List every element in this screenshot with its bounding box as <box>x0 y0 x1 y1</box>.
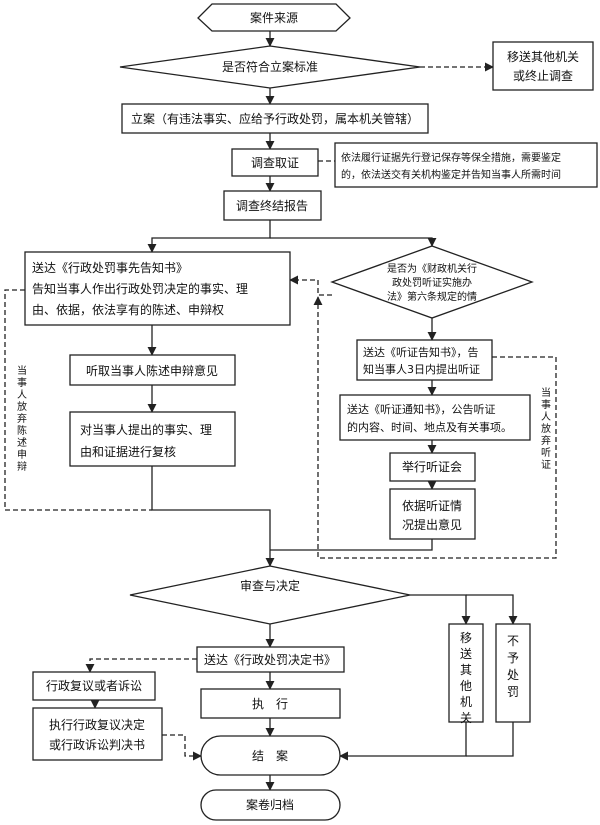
final-report-label: 调查终结报告 <box>236 198 308 213</box>
execute-judgment-line-2: 或行政诉讼判决书 <box>49 738 145 752</box>
hearing-question-line-2: 政处罚听证实施办 <box>392 276 472 289</box>
deliver-decision-label: 送达《行政处罚决定书》 <box>204 652 336 667</box>
filing-label: 立案（有违法事实、应给予行政处罚，属本机关管辖） <box>131 111 419 126</box>
no-penalty-label: 不予处罚 <box>507 634 519 699</box>
filing-box: 立案（有违法事实、应给予行政处罚，属本机关管辖） <box>121 103 429 134</box>
connector-lines <box>4 31 557 791</box>
hearing-question-line-3: 法》第六条规定的情 <box>387 290 477 303</box>
close-case-node: 结 案 <box>200 735 341 776</box>
prior-notice-line-3: 由、依据，依法享有的陈述、申辩权 <box>32 302 224 317</box>
transfer-other-box: 移送其他机关 <box>448 623 484 725</box>
transfer-or-stop-line-2: 或终止调查 <box>513 68 573 83</box>
investigate-label: 调查取证 <box>251 156 299 170</box>
execute-judgment-box: 执行行政复议决定 或行政诉讼判决书 <box>32 707 163 761</box>
execute-box: 执 行 <box>200 688 341 719</box>
listen-box: 听取当事人陈述申辩意见 <box>69 354 236 386</box>
hearing-notice-line-1: 送达《听证告知书》，告 <box>363 345 479 359</box>
waive-statement-label: 当事人放弃陈述申辩 <box>17 364 27 473</box>
evidence-note-box: 依法履行证据先行登记保存等保全措施，需要鉴定 的，依法送交有关机构鉴定并告知当事… <box>334 142 598 188</box>
final-report-box: 调查终结报告 <box>223 190 322 221</box>
close-case-label: 结 案 <box>252 748 288 763</box>
hearing-opinion-line-1: 依据听证情 <box>402 498 462 513</box>
hearing-notification-box: 送达《听证通知书》，公告听证 的内容、时间、地点及有关事项。 <box>339 394 531 441</box>
listen-label: 听取当事人陈述申辩意见 <box>86 363 218 378</box>
hearing-opinion-box: 依据听证情 况提出意见 <box>389 488 476 540</box>
reconsideration-label: 行政复议或者诉讼 <box>46 679 142 693</box>
investigate-box: 调查取证 <box>231 148 319 177</box>
review-facts-box: 对当事人提出的事实、理 由和证据进行复核 <box>69 411 236 467</box>
hearing-notice-line-2: 知当事人3日内提出听证 <box>363 362 480 376</box>
execute-judgment-line-1: 执行行政复议决定 <box>49 717 145 732</box>
start-label: 案件来源 <box>250 10 298 25</box>
waive-hearing-label: 当事人放弃听证 <box>541 386 551 471</box>
review-facts-line-1: 对当事人提出的事实、理 <box>80 422 212 437</box>
archive-label: 案卷归档 <box>246 797 294 812</box>
execute-label: 执 行 <box>252 697 288 711</box>
review-facts-line-2: 由和证据进行复核 <box>80 445 176 459</box>
hearing-notice-box: 送达《听证告知书》，告 知当事人3日内提出听证 <box>356 339 493 381</box>
start-node: 案件来源 <box>197 3 351 32</box>
deliver-decision-box: 送达《行政处罚决定书》 <box>196 646 345 673</box>
transfer-other-label: 移送其他机关 <box>460 631 472 725</box>
evidence-note-line-2: 的，依法送交有关机构鉴定并告知当事人所需时间 <box>341 168 561 181</box>
prior-notice-line-2: 告知当事人作出行政处罚决定的事实、理 <box>32 281 248 296</box>
hearing-eligibility-decision: 是否为《财政机关行 政处罚听证实施办 法》第六条规定的情 <box>330 245 534 319</box>
criteria-decision: 是否符合立案标准 <box>119 45 421 89</box>
no-penalty-box: 不予处罚 <box>495 623 531 723</box>
prior-notice-box: 送达《行政处罚事先告知书》 告知当事人作出行政处罚决定的事实、理 由、依据，依法… <box>24 251 291 326</box>
hearing-question-line-1: 是否为《财政机关行 <box>387 262 477 275</box>
hold-hearing-label: 举行听证会 <box>402 460 462 474</box>
hearing-notification-line-1: 送达《听证通知书》，公告听证 <box>347 402 496 416</box>
criteria-label: 是否符合立案标准 <box>222 59 318 74</box>
hearing-notification-line-2: 的内容、时间、地点及有关事项。 <box>347 420 512 434</box>
evidence-note-line-1: 依法履行证据先行登记保存等保全措施，需要鉴定 <box>341 151 561 164</box>
transfer-or-stop-box: 移送其他机关 或终止调查 <box>492 41 594 91</box>
prior-notice-line-1: 送达《行政处罚事先告知书》 <box>32 260 188 275</box>
archive-node: 案卷归档 <box>200 789 341 821</box>
hearing-opinion-line-2: 况提出意见 <box>402 517 462 532</box>
review-decide-decision: 审查与决定 <box>129 565 411 625</box>
review-decide-label: 审查与决定 <box>240 578 300 593</box>
transfer-or-stop-line-1: 移送其他机关 <box>507 49 579 64</box>
hold-hearing-box: 举行听证会 <box>389 452 476 482</box>
reconsideration-box: 行政复议或者诉讼 <box>32 671 156 701</box>
